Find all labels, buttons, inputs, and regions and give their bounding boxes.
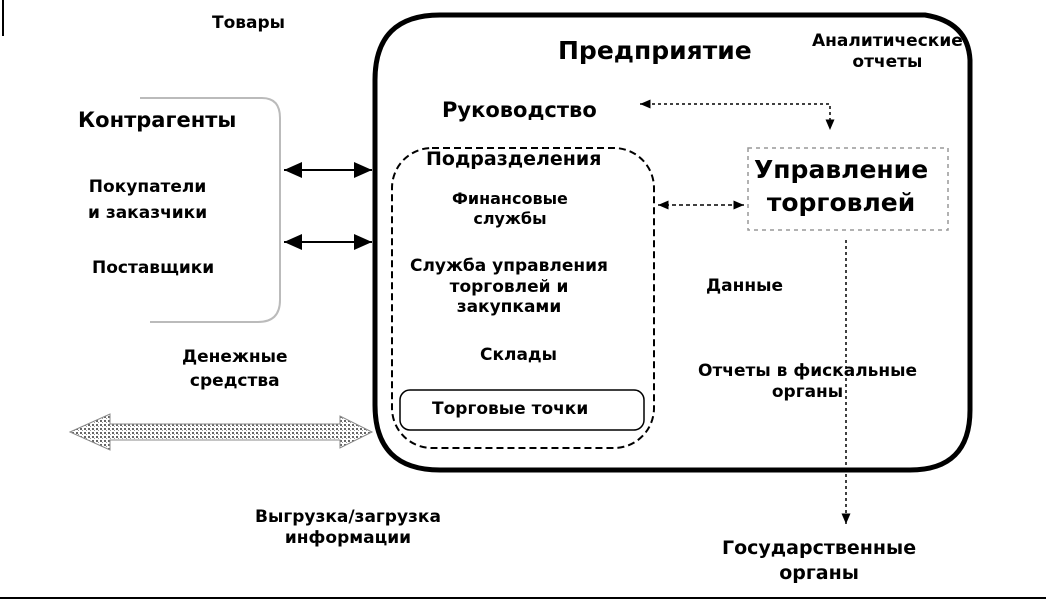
counterparties-label: Контрагенты: [78, 108, 237, 132]
enterprise-box: [372, 12, 973, 473]
suppliers-label: Поставщики: [92, 258, 215, 278]
management-label: Руководство: [442, 98, 597, 122]
enterprise-title: Предприятие: [558, 36, 752, 65]
arrow-management: [640, 99, 835, 130]
shops-box: [399, 389, 645, 431]
departments-box: [391, 147, 655, 449]
shops-label: Торговые точки: [432, 399, 589, 419]
departments-label: Подразделения: [426, 148, 602, 170]
counterparties-box: [140, 97, 281, 323]
upload-download-arrow: [68, 413, 374, 451]
trade-management-box: [747, 147, 949, 231]
goods-label: Товары: [212, 13, 286, 33]
data-label: Данные: [706, 276, 784, 296]
warehouses-label: Склады: [480, 345, 558, 365]
